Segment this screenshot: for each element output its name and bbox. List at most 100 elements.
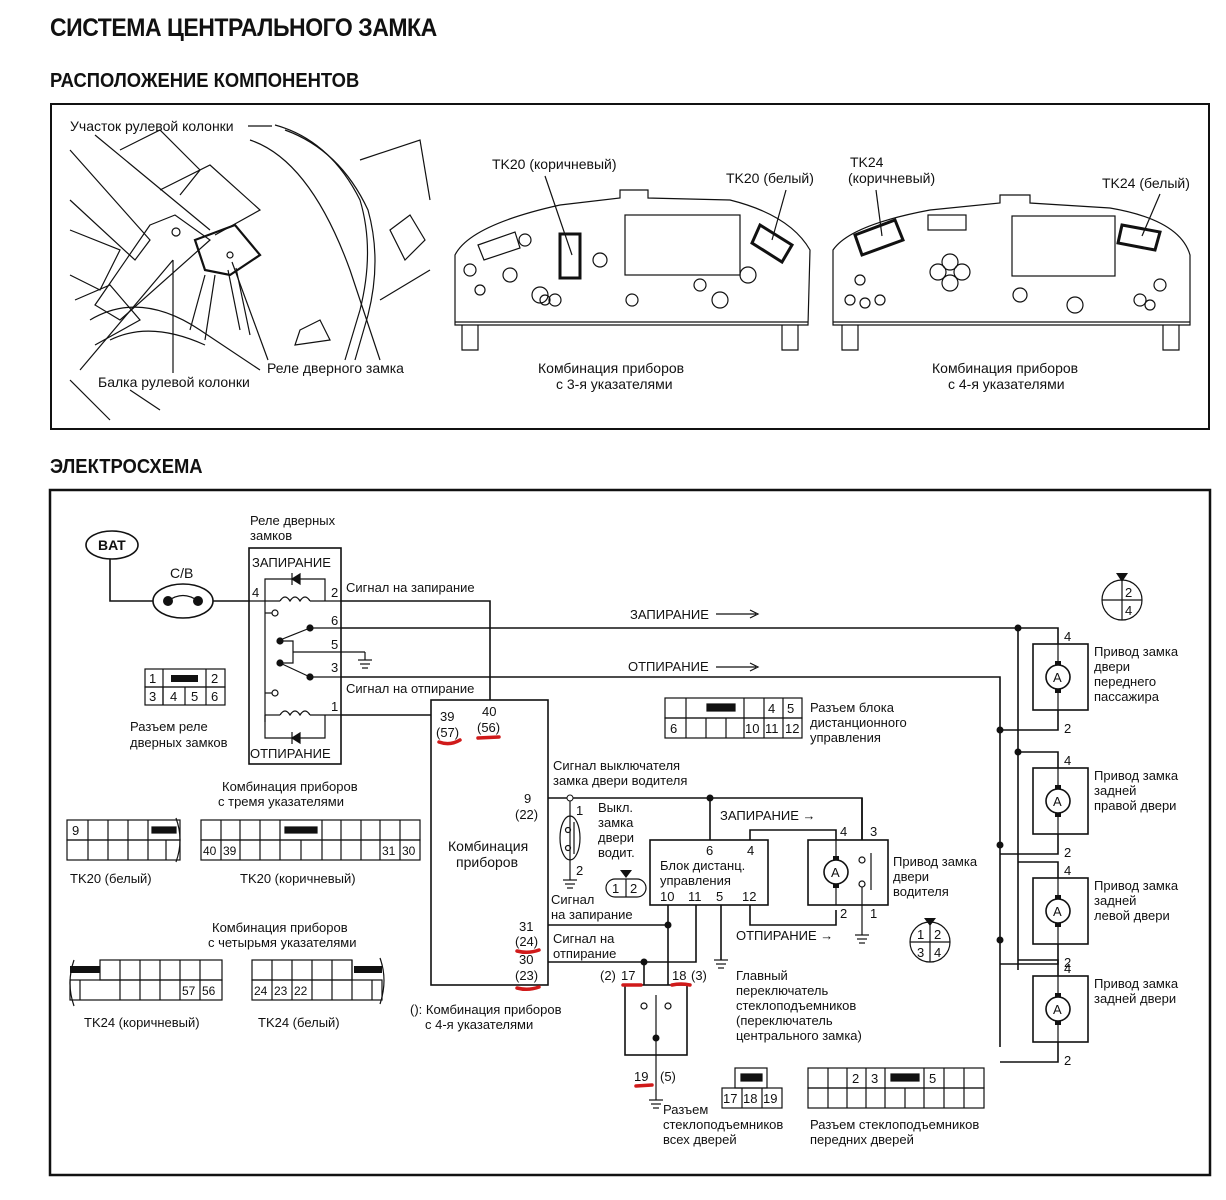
tk24-white-pin: 24 <box>254 984 268 998</box>
relay-connector-caption-2: дверных замков <box>130 735 228 750</box>
relay-pin-3: 3 <box>331 660 338 675</box>
relay-title-2: замков <box>250 528 292 543</box>
driver-switch-conn-pin: 2 <box>630 881 637 896</box>
relay-internals <box>250 572 372 745</box>
actuator-pin-2: 2 <box>1064 721 1071 736</box>
remote-connector-caption-1: Разъем блока <box>810 700 895 715</box>
driver-switch-signal-2: замка двери водителя <box>553 773 687 788</box>
remote-unit-connector <box>664 697 803 739</box>
cluster3-caption-1: Комбинация приборов <box>538 360 684 376</box>
relay-title-1: Реле дверных <box>250 513 336 528</box>
driver-switch-label: замка <box>598 815 634 830</box>
relay-pin-6: 6 <box>331 613 338 628</box>
signal-lock-label-2: на запирание <box>551 907 633 922</box>
cluster-pin-9: 9 <box>524 791 531 806</box>
remote-control-unit <box>649 839 769 906</box>
tk20-brown-connector <box>200 819 421 861</box>
remote-pin-12: 12 <box>742 889 756 904</box>
motor-symbol: A <box>1053 904 1062 919</box>
relay-conn-pin: 3 <box>149 689 156 704</box>
remote-conn-pin: 4 <box>768 701 775 716</box>
bus-unlock-label: ОТПИРАНИЕ <box>628 659 709 674</box>
signal-lock-label-1: Сигнал <box>551 892 594 907</box>
actuator-label: задней <box>1094 783 1136 798</box>
relay-conn-pin: 1 <box>149 671 156 686</box>
label-tk24-brown-2: (коричневый) <box>848 170 935 186</box>
bus-lock-label: ЗАПИРАНИЕ <box>630 607 709 622</box>
driver-switch-conn-pin: 1 <box>612 881 619 896</box>
tk20-white-connector <box>66 817 181 863</box>
tk20-brown-pin: 39 <box>223 844 237 858</box>
remote-conn-pin: 5 <box>787 701 794 716</box>
actuator-label: задней двери <box>1094 991 1176 1006</box>
main-switch-pin-18: 18 <box>672 968 686 983</box>
driver-actuator-connector <box>909 918 951 963</box>
driver-switch-pin-1: 1 <box>576 803 583 818</box>
driver-lock-arrow: ЗАПИРАНИЕ → <box>720 808 816 823</box>
driver-actuator-label-1: Привод замка <box>893 854 978 869</box>
battery-symbol <box>85 530 139 560</box>
driver-actuator-pin-1: 1 <box>870 906 877 921</box>
main-switch-label: стеклоподъемников <box>736 998 856 1013</box>
label-tk20-white: TK20 (белый) <box>726 170 814 186</box>
label-tk24-brown-1: TK24 <box>850 154 884 170</box>
unlock-signal-label: Сигнал на отпирание <box>346 681 474 696</box>
remote-conn-pin: 11 <box>765 721 779 736</box>
actuator-conn-pin: 2 <box>1125 585 1132 600</box>
schematic-panel <box>48 488 1212 1177</box>
tk24-brown-pin: 57 <box>182 984 196 998</box>
label-steering-area: Участок рулевой колонки <box>70 118 234 134</box>
driver-actuator-conn-pin: 1 <box>917 927 924 942</box>
driver-switch-label: водит. <box>598 845 635 860</box>
relay-pin-4: 4 <box>252 585 259 600</box>
relay-unlock-label: ОТПИРАНИЕ <box>250 746 331 761</box>
battery-label: BAT <box>98 537 126 553</box>
cluster-pin-30: 30 <box>519 952 533 967</box>
driver-switch-label: двери <box>598 830 634 845</box>
actuator-pin-2: 2 <box>1064 955 1071 970</box>
remote-unit-label-2: управления <box>660 873 731 888</box>
remote-conn-pin: 12 <box>785 721 799 736</box>
tk20-white-label: TK20 (белый) <box>70 871 152 886</box>
remote-pin-10: 10 <box>660 889 674 904</box>
tk20-white-pin-9: 9 <box>72 823 79 838</box>
main-switch-pin-2: (2) <box>600 968 616 983</box>
cluster4-conn-title-2: с четырьмя указателями <box>208 935 356 950</box>
relay-conn-pin: 6 <box>211 689 218 704</box>
signal-unlock-label-1: Сигнал на <box>553 931 615 946</box>
main-switch-pin-5: (5) <box>660 1069 676 1084</box>
main-switch-label: переключатель <box>736 983 829 998</box>
cluster-label-1: Комбинация <box>448 838 528 854</box>
cluster-pin-39: 39 <box>440 709 454 724</box>
section-title-components: РАСПОЛОЖЕНИЕ КОМПОНЕНТОВ <box>50 70 360 92</box>
cluster-4-gauges-illustration <box>832 194 1191 351</box>
actuator-pin-4: 4 <box>1064 863 1071 878</box>
all-doors-conn-pin: 17 <box>723 1091 737 1106</box>
relay-connector <box>144 668 226 706</box>
actuator-label: переднего <box>1094 674 1156 689</box>
cluster-note-2: с 4-я указателями <box>425 1017 533 1032</box>
main-switch-label: центрального замка) <box>736 1028 862 1043</box>
driver-actuator-conn-pin: 3 <box>917 945 924 960</box>
driver-actuator-conn-pin: 4 <box>934 945 941 960</box>
cluster-3-gauges-illustration <box>454 189 811 351</box>
actuator-label: задней <box>1094 893 1136 908</box>
motor-symbol: A <box>1053 1002 1062 1017</box>
actuator-label: Привод замка <box>1094 878 1179 893</box>
motor-symbol: A <box>831 865 840 880</box>
relay-pin-5: 5 <box>331 637 338 652</box>
cluster-pin-24: (24) <box>515 934 538 949</box>
front-doors-connector <box>807 1067 985 1109</box>
label-door-lock-relay: Реле дверного замка <box>267 360 404 376</box>
driver-switch-signal-1: Сигнал выключателя <box>553 758 680 773</box>
driver-switch-pin-2: 2 <box>576 863 583 878</box>
relay-pin-2: 2 <box>331 585 338 600</box>
driver-actuator-pin-4: 4 <box>840 824 847 839</box>
cluster4-conn-title-1: Комбинация приборов <box>212 920 348 935</box>
driver-switch-connector <box>605 870 647 898</box>
circuit-breaker-symbol <box>152 583 214 619</box>
main-switch-label: (переключатель <box>736 1013 833 1028</box>
actuator-pin-4: 4 <box>1064 753 1071 768</box>
